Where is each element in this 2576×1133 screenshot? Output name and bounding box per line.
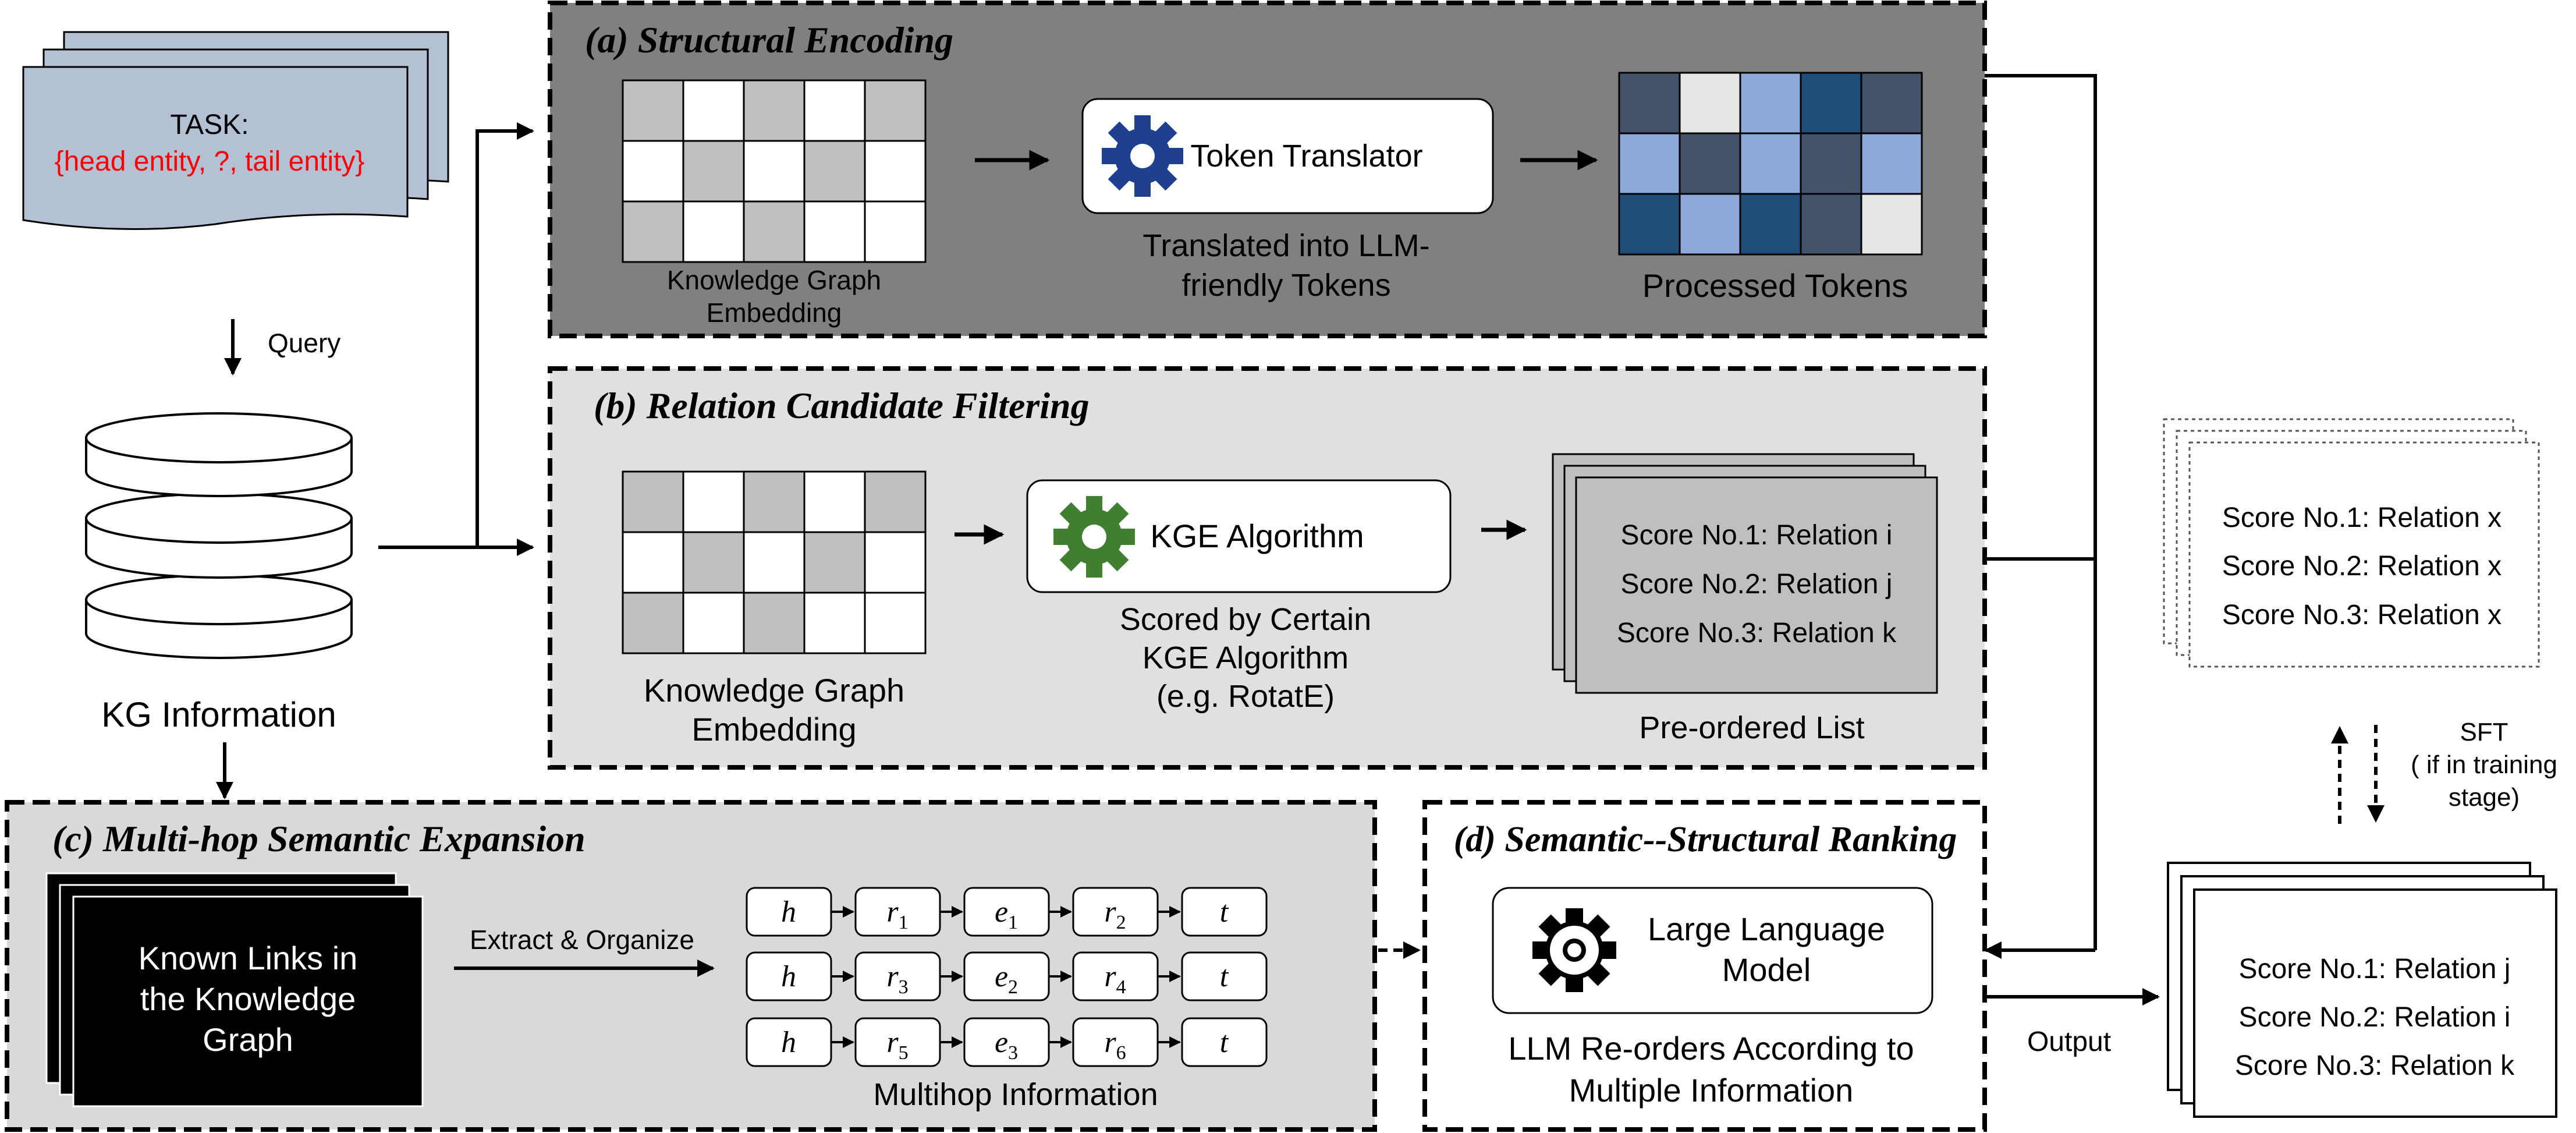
kge-grid-b (622, 470, 927, 654)
path-node (1181, 951, 1268, 1001)
kge-caption-a-2: Embedding (707, 298, 842, 328)
kg-info-label: KG Information (101, 695, 336, 734)
path-label: r6 (1104, 1026, 1126, 1064)
path-label: e3 (995, 1026, 1018, 1064)
path-row: h r5 e3 r6 t (746, 1017, 1268, 1067)
path-label: t (1220, 960, 1229, 993)
panel-multihop-expansion: (c) Multi-hop Semantic Expansion Known L… (5, 800, 1377, 1132)
kge-algorithm-box (1026, 479, 1452, 593)
llm-label-1: Large Language (1648, 911, 1885, 947)
output-label: Output (2027, 1026, 2111, 1057)
pre-ordered-item: Score No.1: Relation i (1621, 520, 1893, 551)
kge-caption-a-1: Knowledge Graph (667, 265, 881, 295)
path-row: h r1 e1 r2 t (746, 887, 1268, 937)
gear-icon (1102, 115, 1183, 197)
sft-label-3: stage) (2449, 783, 2520, 812)
task-card-stack: TASK: {head entity, ?, tail entity} (22, 31, 449, 231)
panel-c-title: (c) Multi-hop Semantic Expansion (52, 818, 586, 859)
output-card-stack (2167, 862, 2557, 1118)
panel-b-title: (b) Relation Candidate Filtering (594, 385, 1090, 426)
database-icon (85, 412, 353, 659)
module-caption-b-3: (e.g. RotatE) (1156, 679, 1335, 714)
module-caption-a-1: Translated into LLM- (1142, 228, 1429, 263)
path-node (1181, 1017, 1268, 1067)
path-label: r3 (886, 960, 908, 998)
sft-label-1: SFT (2460, 718, 2508, 746)
path-label: t (1220, 1026, 1229, 1059)
llm-box (1492, 887, 1933, 1014)
output-item: Score No.3: Relation k (2235, 1050, 2515, 1081)
gear-icon (1053, 496, 1135, 578)
panel-d-title: (d) Semantic--Structural Ranking (1454, 820, 1957, 859)
sft-arrows (2331, 725, 2385, 824)
pre-ordered-item: Score No.3: Relation k (1617, 618, 1897, 649)
path-label: e2 (995, 960, 1018, 998)
path-label: r4 (1104, 960, 1126, 998)
panel-semantic-ranking: (d) Semantic--Structural Ranking Large L… (1422, 800, 1987, 1132)
sft-item: Score No.2: Relation x (2222, 551, 2502, 582)
multihop-caption: Multihop Information (873, 1077, 1158, 1112)
path-label: r5 (886, 1026, 908, 1064)
llm-caption-2: Multiple Information (1569, 1072, 1854, 1109)
path-label: h (781, 960, 796, 993)
path-label: e1 (995, 895, 1018, 933)
token-translator-label: Token Translator (1190, 139, 1422, 174)
sft-item: Score No.3: Relation x (2222, 600, 2502, 631)
sft-label-2: ( if in training (2411, 750, 2557, 779)
kge-caption-b-1: Knowledge Graph (644, 672, 904, 709)
db-to-panels-arrows (216, 122, 534, 799)
panel-structural-encoding: (a) Structural Encoding Knowledge Graph … (548, 1, 1987, 338)
path-label: t (1220, 895, 1229, 929)
pre-ordered-item: Score No.2: Relation j (1621, 569, 1893, 600)
module-caption-b-2: KGE Algorithm (1142, 640, 1349, 675)
known-links-line3: Graph (203, 1021, 293, 1058)
path-label: h (781, 895, 796, 929)
processed-tokens-caption: Processed Tokens (1642, 267, 1908, 304)
path-label: h (781, 1026, 796, 1059)
known-links-line1: Known Links in (139, 940, 358, 976)
sft-card-stack (2163, 418, 2540, 668)
panel-a-title: (a) Structural Encoding (585, 19, 953, 61)
token-translator-box (1081, 98, 1494, 214)
output-item: Score No.1: Relation j (2239, 954, 2511, 985)
kge-caption-b-2: Embedding (691, 711, 856, 748)
merge-arrows (1984, 74, 2097, 959)
extract-organize-label: Extract & Organize (470, 925, 694, 955)
path-row: h r3 e2 r4 t (746, 951, 1268, 1001)
pre-ordered-caption: Pre-ordered List (1639, 710, 1864, 745)
panel-relation-filtering: (b) Relation Candidate Filtering Knowled… (548, 366, 1987, 770)
known-links-stack (45, 872, 424, 1107)
pre-ordered-list (1552, 453, 1938, 694)
path-label: r1 (886, 895, 908, 933)
llm-label-2: Model (1722, 951, 1811, 988)
processed-token-grid (1618, 72, 1923, 256)
path-label: r2 (1104, 895, 1126, 933)
output-item: Score No.2: Relation i (2239, 1002, 2511, 1033)
known-links-line2: the Knowledge (140, 980, 356, 1017)
kge-algorithm-label: KGE Algorithm (1150, 518, 1364, 554)
query-label: Query (268, 328, 340, 358)
task-query: {head entity, ?, tail entity} (55, 146, 365, 177)
module-caption-a-2: friendly Tokens (1181, 268, 1390, 303)
llm-caption-1: LLM Re-orders According to (1508, 1030, 1914, 1067)
module-caption-b-1: Scored by Certain (1120, 602, 1371, 637)
kge-grid-a (622, 79, 927, 263)
sft-item: Score No.1: Relation x (2222, 502, 2502, 533)
task-label: TASK: (170, 109, 249, 140)
path-node (1181, 887, 1268, 937)
